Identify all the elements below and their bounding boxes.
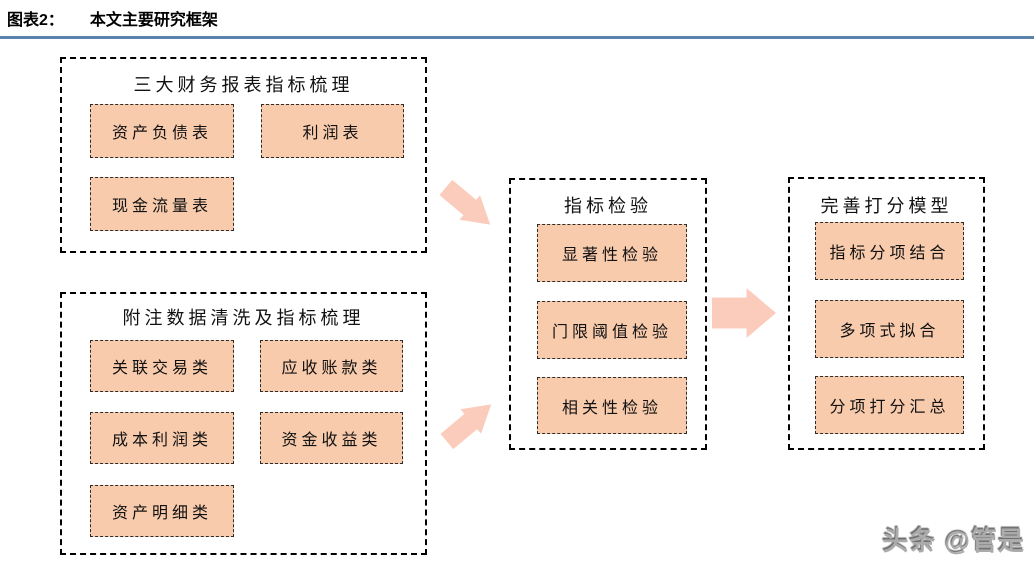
group-title: 三大财务报表指标梳理: [133, 75, 354, 95]
group-indicator-test: 指标检验 显著性检验 门限阈值检验 相关性检验: [509, 178, 707, 450]
node-asset-details: 资产明细类: [90, 485, 234, 537]
node-capital-returns: 资金收益类: [260, 412, 403, 464]
group-title: 完善打分模型: [820, 196, 953, 216]
node-correlation-test: 相关性检验: [537, 377, 687, 434]
group-title: 指标检验: [564, 196, 652, 216]
watermark: 头条 @管是: [882, 526, 1025, 556]
node-polynomial-fit: 多项式拟合: [815, 300, 964, 358]
group-title: 附注数据清洗及指标梳理: [122, 308, 365, 328]
node-significance-test: 显著性检验: [537, 224, 687, 282]
node-balance-sheet: 资产负债表: [90, 104, 234, 158]
node-cash-flow-statement: 现金流量表: [90, 177, 234, 231]
arrow-statements-to-test-icon: [436, 175, 501, 237]
node-related-transactions: 关联交易类: [90, 340, 234, 392]
node-indicator-combination: 指标分项结合: [815, 222, 964, 280]
group-scoring-model: 完善打分模型 指标分项结合 多项式拟合 分项打分汇总: [788, 177, 985, 450]
node-receivables: 应收账款类: [260, 340, 403, 392]
group-financial-statements: 三大财务报表指标梳理 资产负债表 利润表 现金流量表: [60, 57, 427, 253]
node-cost-profit: 成本利润类: [90, 412, 234, 464]
arrow-notes-to-test-icon: [437, 392, 502, 454]
arrow-test-to-model-icon: [712, 288, 776, 338]
figure-label: 图表2：: [7, 12, 64, 29]
node-threshold-test: 门限阈值检验: [537, 301, 687, 359]
header-divider: [0, 36, 1034, 39]
node-score-summary: 分项打分汇总: [815, 376, 964, 434]
group-notes-data: 附注数据清洗及指标梳理 关联交易类 应收账款类 成本利润类 资金收益类 资产明细…: [60, 292, 427, 555]
figure-header: 图表2： 本文主要研究框架: [7, 6, 218, 30]
node-income-statement: 利润表: [261, 104, 404, 158]
figure-title: 本文主要研究框架: [89, 12, 218, 29]
